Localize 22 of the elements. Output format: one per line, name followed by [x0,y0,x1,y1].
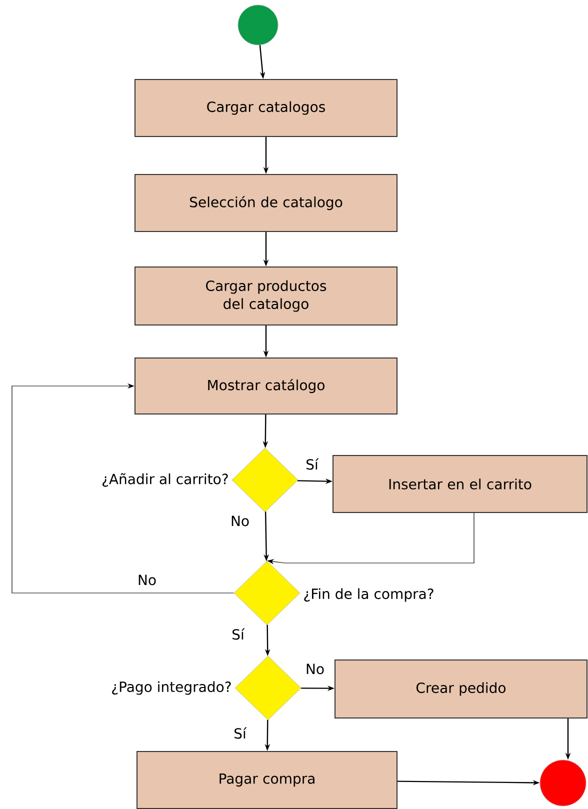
end-circle [540,760,586,806]
process-box: Cargar catalogos [134,79,398,137]
edge-label: No [136,574,158,586]
edge-label: No [304,662,326,676]
process-box: Mostrar catálogo [134,358,398,414]
decision-text: ¿Añadir al carrito? [102,473,228,487]
decision-diamond [234,656,302,720]
process-box: Insertar en el carrito [332,455,588,513]
start-circle [238,4,278,46]
process-box: Cargar productos del catalogo [134,266,398,326]
edge-label: Sí [232,726,248,740]
edge-label: Sí [304,457,320,471]
decision-text: ¿Pago integrado? [112,681,231,695]
process-box: Pagar compra [136,751,398,809]
decision-text: ¿Fin de la compra? [304,588,434,602]
process-box: Crear pedido [334,660,588,718]
decision-diamond [232,448,298,512]
arrow [12,383,234,594]
edge-label: Sí [230,627,246,641]
edge-label: No [229,514,251,528]
process-box: Selección de catalogo [134,174,398,232]
decision-diamond [234,560,300,626]
